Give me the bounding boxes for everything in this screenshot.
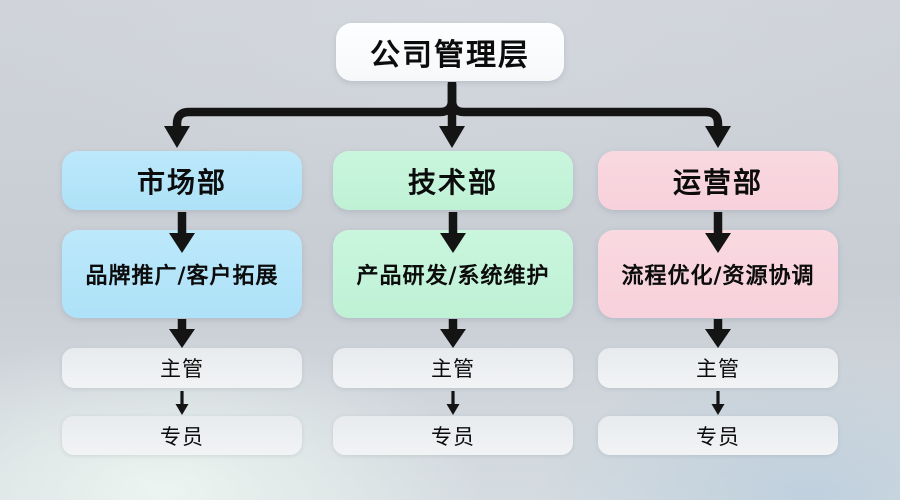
root-node: 公司管理层 <box>336 23 564 81</box>
responsibility-label: 品牌推广/客户拓展 <box>85 264 279 289</box>
arrow-down-icon <box>164 126 190 148</box>
supervisor-node-marketing: 主管 <box>62 348 302 388</box>
specialist-label: 专员 <box>431 424 475 449</box>
department-node-operations: 运营部 <box>598 151 838 210</box>
arrow-down-icon <box>705 329 731 348</box>
specialist-node-technology: 专员 <box>333 416 573 455</box>
arrow-down-icon <box>446 404 460 415</box>
supervisor-node-technology: 主管 <box>333 348 573 388</box>
arrow-down-icon <box>711 404 725 415</box>
department-label: 运营部 <box>672 165 763 199</box>
department-node-technology: 技术部 <box>333 151 573 210</box>
department-label: 市场部 <box>136 165 227 199</box>
branch-connector <box>164 82 731 148</box>
arrow-down-icon <box>440 329 466 348</box>
responsibility-node-operations: 流程优化/资源协调 <box>598 230 838 318</box>
department-node-marketing: 市场部 <box>62 151 302 210</box>
specialist-node-operations: 专员 <box>598 416 838 455</box>
supervisor-label: 主管 <box>696 357 740 381</box>
arrow-down-icon <box>169 329 195 348</box>
arrow-down-icon <box>175 404 189 415</box>
department-label: 技术部 <box>407 165 498 199</box>
responsibility-node-technology: 产品研发/系统维护 <box>333 230 573 318</box>
specialist-label: 专员 <box>696 424 740 449</box>
supervisor-label: 主管 <box>431 357 475 381</box>
root-node-label: 公司管理层 <box>370 38 530 73</box>
arrow-down-icon <box>439 126 465 148</box>
supervisor-label: 主管 <box>160 357 204 381</box>
responsibility-label: 流程优化/资源协调 <box>621 264 815 289</box>
arrow-down-icon <box>705 126 731 148</box>
responsibility-node-marketing: 品牌推广/客户拓展 <box>62 230 302 318</box>
specialist-label: 专员 <box>160 424 204 449</box>
specialist-node-marketing: 专员 <box>62 416 302 455</box>
supervisor-node-operations: 主管 <box>598 348 838 388</box>
responsibility-label: 产品研发/系统维护 <box>356 264 550 289</box>
